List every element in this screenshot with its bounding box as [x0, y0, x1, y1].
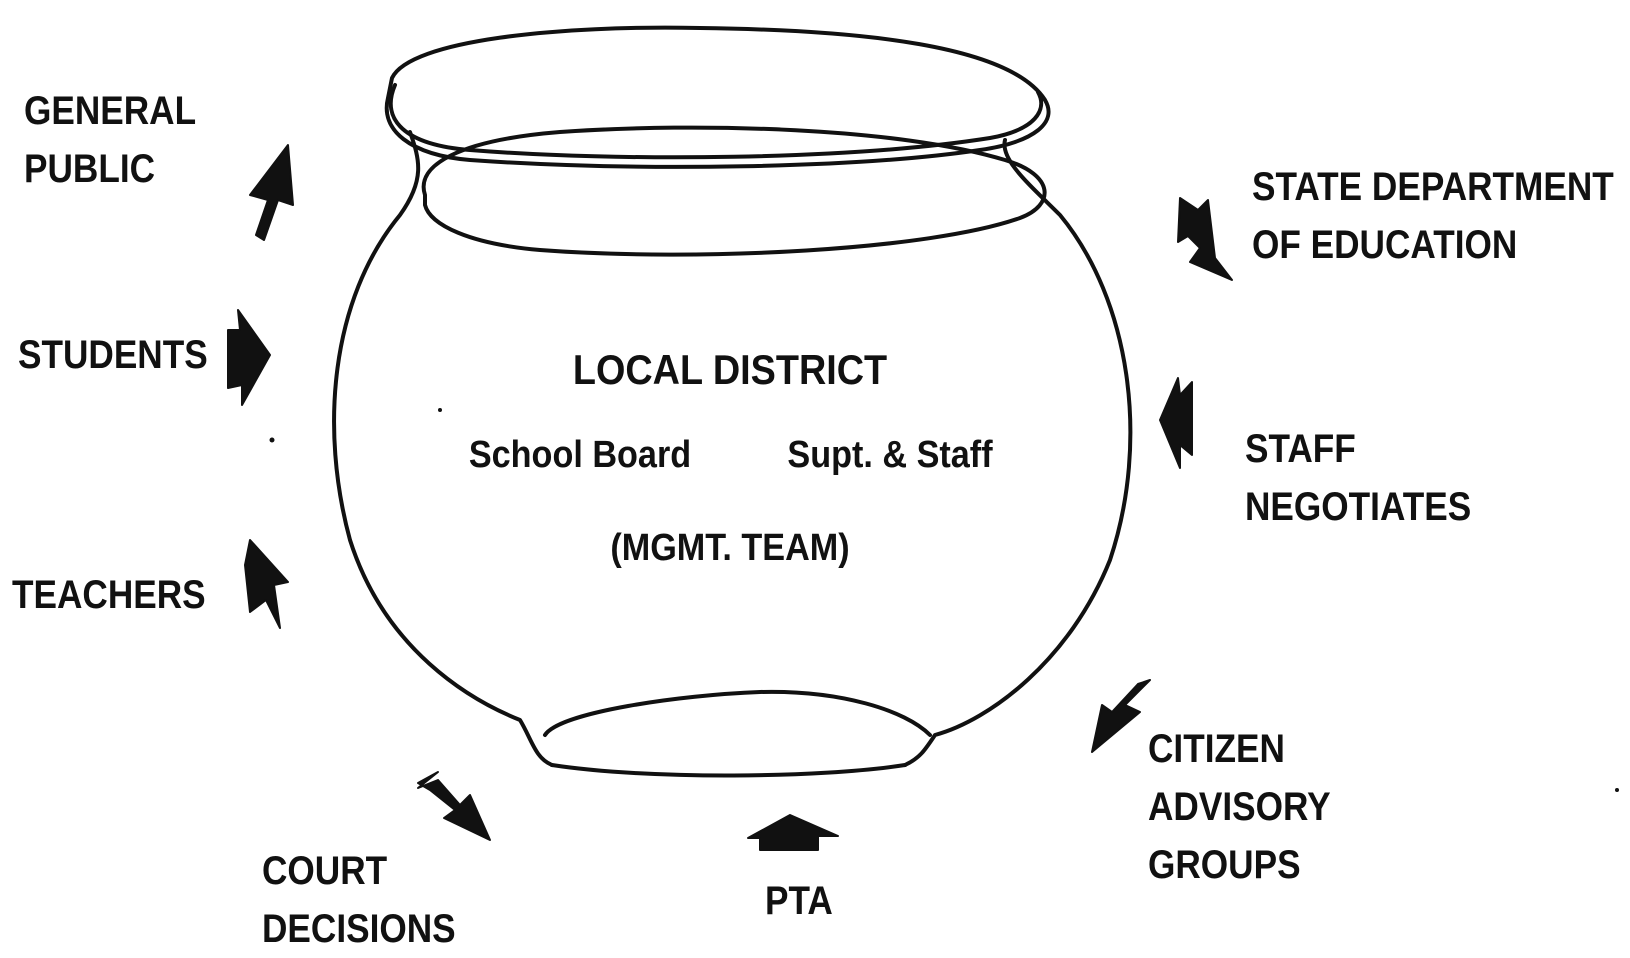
- label-staff-negotiates: STAFF NEGOTIATES: [1245, 420, 1471, 536]
- label-state-department-line2: OF EDUCATION: [1252, 223, 1518, 267]
- bowl-opening: [421, 125, 1047, 257]
- label-teachers: TEACHERS: [12, 566, 206, 624]
- arrow-students: [227, 309, 271, 406]
- label-students: STUDENTS: [18, 326, 208, 384]
- bowl-base: [550, 763, 907, 778]
- label-state-department: STATE DEPARTMENT OF EDUCATION: [1252, 158, 1614, 274]
- bowl-body-left: [332, 130, 554, 767]
- label-staff-negotiates-line1: STAFF: [1245, 427, 1356, 471]
- label-teachers-line1: TEACHERS: [12, 573, 206, 617]
- arrow-general-public: [249, 144, 294, 241]
- label-staff-negotiates-line2: NEGOTIATES: [1245, 485, 1472, 529]
- bowl-rim-inner: [388, 83, 1044, 160]
- fishbowl: [332, 25, 1133, 778]
- label-court-decisions-line2: DECISIONS: [262, 907, 456, 951]
- label-citizen-advisory-line3: GROUPS: [1148, 843, 1301, 887]
- arrow-staff-negotiates: [1159, 377, 1193, 469]
- influence-arrows: [227, 144, 1233, 851]
- label-citizen-advisory-line1: CITIZEN: [1148, 727, 1285, 771]
- arrow-teachers: [244, 539, 289, 629]
- label-citizen-advisory-line2: ADVISORY: [1148, 785, 1331, 829]
- label-general-public-line2: PUBLIC: [24, 147, 156, 191]
- scan-specks: [269, 408, 1619, 792]
- label-pta: PTA: [765, 872, 833, 930]
- bowl-body-right: [903, 138, 1133, 767]
- arrow-court-decisions: [417, 771, 491, 841]
- label-citizen-advisory: CITIZEN ADVISORY GROUPS: [1148, 720, 1331, 894]
- arrow-citizen-advisory: [1091, 679, 1151, 753]
- center-title: LOCAL DISTRICT: [572, 346, 888, 393]
- arrow-pta: [747, 814, 839, 851]
- center-school-board: School Board: [468, 434, 692, 476]
- bowl-bottom-curve: [543, 689, 932, 737]
- label-general-public: GENERAL PUBLIC: [24, 82, 196, 198]
- arrow-state-department: [1177, 197, 1233, 281]
- label-pta-line1: PTA: [765, 879, 833, 923]
- center-supt-staff: Supt. & Staff: [787, 434, 993, 476]
- label-court-decisions-line1: COURT: [262, 849, 388, 893]
- label-students-line1: STUDENTS: [18, 333, 208, 377]
- center-mgmt-team: (MGMT. TEAM): [610, 527, 850, 569]
- label-court-decisions: COURT DECISIONS: [262, 842, 456, 958]
- label-state-department-line1: STATE DEPARTMENT: [1252, 165, 1614, 209]
- label-general-public-line1: GENERAL: [24, 89, 197, 133]
- bowl-rim-outer: [384, 25, 1051, 169]
